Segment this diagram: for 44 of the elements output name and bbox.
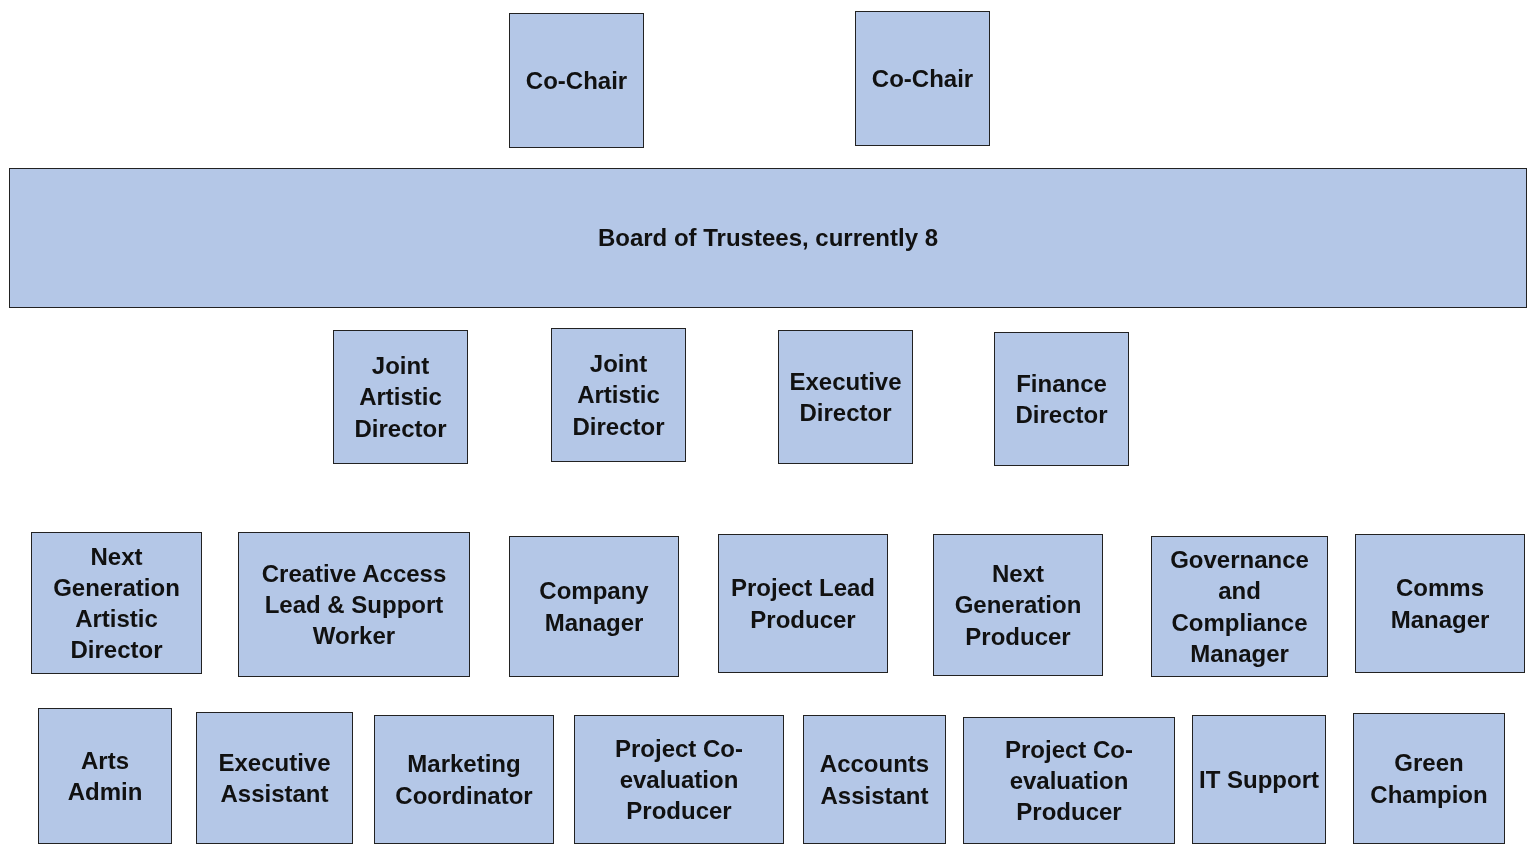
role-title: Arts Admin bbox=[66, 745, 144, 807]
role-box bbox=[1353, 713, 1505, 844]
role-box bbox=[238, 532, 470, 677]
role-box bbox=[1355, 534, 1525, 673]
role-box bbox=[778, 330, 913, 464]
role-title: Executive Assistant bbox=[217, 747, 332, 809]
role-title: Executive Director bbox=[788, 366, 903, 428]
role-title: Accounts Assistant bbox=[818, 749, 931, 811]
role-title: Board of Trustees, currently 8 bbox=[597, 223, 939, 254]
role-box bbox=[1192, 715, 1326, 844]
role-title: Project Co-evaluation Producer bbox=[614, 733, 744, 827]
role-title: Creative Access Lead & Support Worker bbox=[260, 558, 448, 652]
role-box bbox=[718, 534, 888, 673]
role-title: Next Generation Producer bbox=[953, 559, 1083, 652]
role-title: Finance Director bbox=[1014, 368, 1109, 430]
role-title: Next Generation Artistic Director bbox=[52, 541, 181, 666]
role-box bbox=[509, 13, 644, 148]
role-box bbox=[551, 328, 686, 462]
role-box bbox=[374, 715, 554, 844]
role-title: Marketing Coordinator bbox=[394, 749, 534, 811]
role-title: Joint Artistic Director bbox=[571, 349, 666, 442]
role-box bbox=[38, 708, 172, 844]
role-title: Joint Artistic Director bbox=[353, 351, 448, 444]
role-title: Co-Chair bbox=[525, 65, 628, 96]
board-box bbox=[9, 168, 1527, 308]
role-title: Company Manager bbox=[538, 576, 650, 638]
role-box bbox=[803, 715, 946, 844]
role-title: Comms Manager bbox=[1389, 573, 1491, 635]
role-title: Project Co-evaluation Producer bbox=[1004, 734, 1134, 828]
role-title: Green Champion bbox=[1369, 748, 1489, 810]
role-title: Project Lead Producer bbox=[729, 573, 876, 635]
role-box bbox=[509, 536, 679, 677]
role-box bbox=[855, 11, 990, 146]
role-box bbox=[933, 534, 1103, 676]
role-box bbox=[963, 717, 1175, 844]
role-box bbox=[333, 330, 468, 464]
role-box bbox=[31, 532, 202, 674]
role-box bbox=[1151, 536, 1328, 677]
role-title: Governance and Compliance Manager bbox=[1169, 545, 1310, 669]
role-box bbox=[574, 715, 784, 844]
role-box bbox=[196, 712, 353, 844]
role-title: IT Support bbox=[1199, 764, 1319, 795]
role-box bbox=[994, 332, 1129, 466]
role-title: Co-Chair bbox=[871, 63, 974, 94]
